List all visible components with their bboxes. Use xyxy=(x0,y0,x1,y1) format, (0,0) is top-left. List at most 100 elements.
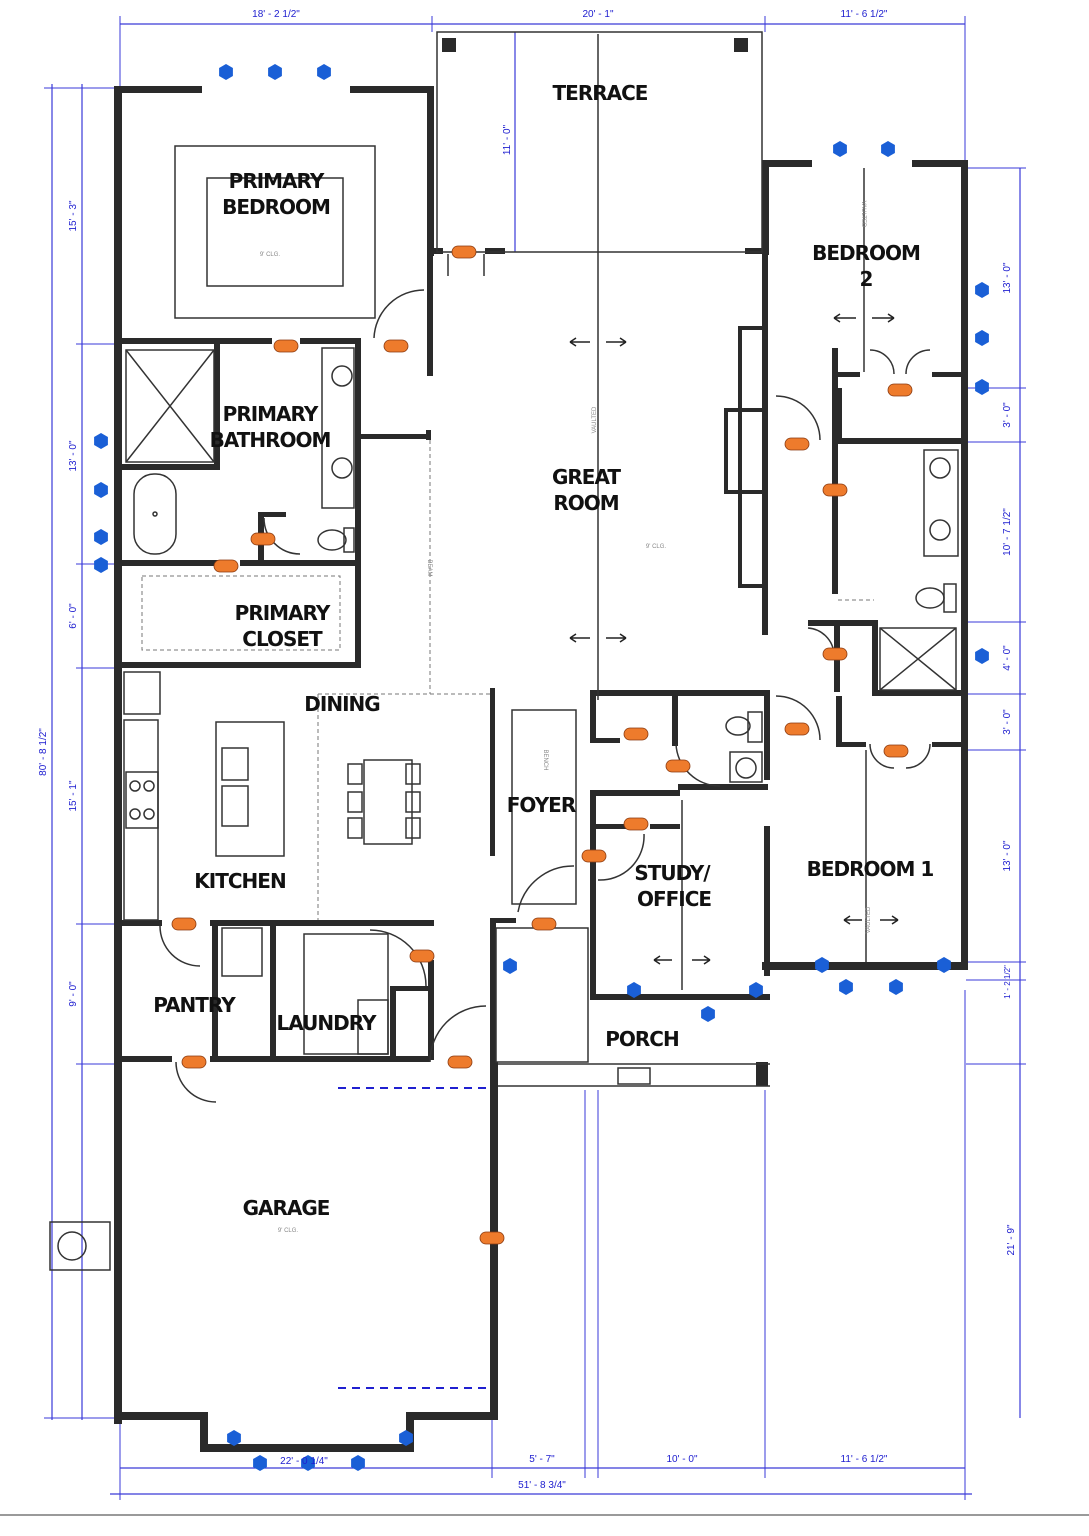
light-fixture-icon xyxy=(627,982,641,998)
label-foyer: FOYER xyxy=(507,793,576,817)
fixtures xyxy=(49,31,959,1389)
light-fixture-icon xyxy=(833,141,847,157)
outlet-icon xyxy=(623,727,649,741)
label-laundry: LAUNDRY xyxy=(277,1011,377,1035)
dim-overall-width: 51' - 8 3/4" xyxy=(518,1480,566,1491)
light-fixtures xyxy=(94,64,989,1471)
outlet-icon xyxy=(581,849,607,863)
dim-bottom-right: 11' - 6 1/2" xyxy=(841,1454,888,1465)
label-primary-bathroom-2: BATHROOM xyxy=(210,428,331,452)
dim-right-bedroom2: 13' - 0" xyxy=(1002,262,1013,293)
dim-bottom-entry: 5' - 7" xyxy=(529,1454,555,1465)
label-porch: PORCH xyxy=(605,1027,678,1051)
dim-right-porch-step: 1' - 2 1/2" xyxy=(1003,965,1012,999)
label-study-2: OFFICE xyxy=(637,887,711,911)
label-great-room-1: GREAT xyxy=(552,465,621,489)
label-primary-bedroom-1: PRIMARY xyxy=(229,169,325,193)
dim-left-primary-bathroom: 13' - 0" xyxy=(68,440,79,471)
dim-top-left: 18' - 2 1/2" xyxy=(252,9,300,20)
light-fixture-icon xyxy=(937,957,951,973)
label-pantry: PANTRY xyxy=(153,993,236,1017)
light-fixture-icon xyxy=(253,1455,267,1471)
label-primary-bathroom-1: PRIMARY xyxy=(223,402,319,426)
outlet-icon xyxy=(409,949,435,963)
light-fixture-icon xyxy=(975,379,989,395)
outlet-icon xyxy=(623,817,649,831)
dim-bottom-garage: 22' - 0 1/4" xyxy=(280,1456,328,1467)
label-primary-closet-1: PRIMARY xyxy=(235,601,331,625)
room-labels: TERRACE PRIMARY BEDROOM BEDROOM 2 PRIMAR… xyxy=(153,81,934,1220)
dim-right-bedroom1: 13' - 0" xyxy=(1002,840,1013,871)
dim-top-right: 11' - 6 1/2" xyxy=(841,9,888,20)
note-dining-beam: BEAM xyxy=(426,559,432,576)
outlet-icon xyxy=(181,1055,207,1069)
label-terrace: TERRACE xyxy=(553,81,648,105)
dim-right-garage: 21' - 9" xyxy=(1006,1224,1017,1255)
label-great-room-2: ROOM xyxy=(553,491,618,515)
dim-top-middle: 20' - 1" xyxy=(582,9,613,20)
dim-right-hall: 3' - 0" xyxy=(1002,402,1013,428)
dim-left-primary-bedroom: 15' - 3" xyxy=(68,200,79,231)
light-fixture-icon xyxy=(749,982,763,998)
outlet-icon xyxy=(213,559,239,573)
light-fixture-icon xyxy=(94,557,108,573)
light-fixture-icon xyxy=(268,64,282,80)
dimension-lines xyxy=(44,16,1026,1500)
outlet-icon xyxy=(451,245,477,259)
plan-notes: VAULTED VAULTED VAULTED BEAM BENCH 9' CL… xyxy=(260,201,872,1234)
label-primary-bedroom-2: BEDROOM xyxy=(222,195,330,219)
dim-right-hall2: 3' - 0" xyxy=(1002,709,1013,735)
light-fixture-icon xyxy=(889,979,903,995)
outlet-icon xyxy=(784,437,810,451)
note-foyer-bench: BENCH xyxy=(542,749,548,770)
note-ceiling-1: 9' CLG. xyxy=(260,252,280,258)
outlet-icon xyxy=(883,744,909,758)
light-fixture-icon xyxy=(701,1006,715,1022)
outlet-icon xyxy=(784,722,810,736)
label-dining: DINING xyxy=(304,692,379,716)
dim-overall-height: 80' - 8 1/2" xyxy=(38,728,49,776)
light-fixture-icon xyxy=(975,648,989,664)
outlet-icon xyxy=(383,339,409,353)
dim-left-primary-closet: 6' - 0" xyxy=(68,603,79,629)
outlet-icon xyxy=(273,339,299,353)
label-bedroom2-1: BEDROOM xyxy=(812,241,920,265)
light-fixture-icon xyxy=(94,529,108,545)
outlet-markers xyxy=(171,245,913,1245)
outlet-icon xyxy=(447,1055,473,1069)
note-ceiling-3: 9' CLG. xyxy=(278,1228,298,1234)
light-fixture-icon xyxy=(839,979,853,995)
note-bedroom1-vaulted: VAULTED xyxy=(866,906,872,933)
dim-bottom-porch: 10' - 0" xyxy=(666,1454,697,1465)
dim-left-kitchen: 15' - 1" xyxy=(68,780,79,811)
label-garage: GARAGE xyxy=(243,1196,330,1220)
light-fixture-icon xyxy=(975,282,989,298)
light-fixture-icon xyxy=(317,64,331,80)
outlet-icon xyxy=(665,759,691,773)
dim-terrace-depth: 11' - 0" xyxy=(502,124,513,155)
light-fixture-icon xyxy=(399,1430,413,1446)
light-fixture-icon xyxy=(219,64,233,80)
dim-right-bath: 10' - 7 1/2" xyxy=(1002,508,1013,556)
label-bedroom2-2: 2 xyxy=(860,267,873,291)
outlet-icon xyxy=(887,383,913,397)
label-kitchen: KITCHEN xyxy=(194,869,285,893)
page-bottom-rule xyxy=(0,1514,1089,1516)
dimension-labels: 18' - 2 1/2" 20' - 1" 11' - 6 1/2" 80' -… xyxy=(38,9,1017,1491)
light-fixture-icon xyxy=(94,433,108,449)
label-bedroom1: BEDROOM 1 xyxy=(807,857,934,881)
light-fixture-icon xyxy=(975,330,989,346)
outlet-icon xyxy=(250,532,276,546)
outlet-icon xyxy=(531,917,557,931)
walls xyxy=(114,86,968,1452)
note-ceiling-2: 9' CLG. xyxy=(646,544,666,550)
light-fixture-icon xyxy=(815,957,829,973)
light-fixture-icon xyxy=(94,482,108,498)
light-fixture-icon xyxy=(881,141,895,157)
light-fixture-icon xyxy=(301,1455,315,1471)
outlet-icon xyxy=(171,917,197,931)
light-fixture-icon xyxy=(351,1455,365,1471)
light-fixture-icon xyxy=(503,958,517,974)
light-fixture-icon xyxy=(227,1430,241,1446)
